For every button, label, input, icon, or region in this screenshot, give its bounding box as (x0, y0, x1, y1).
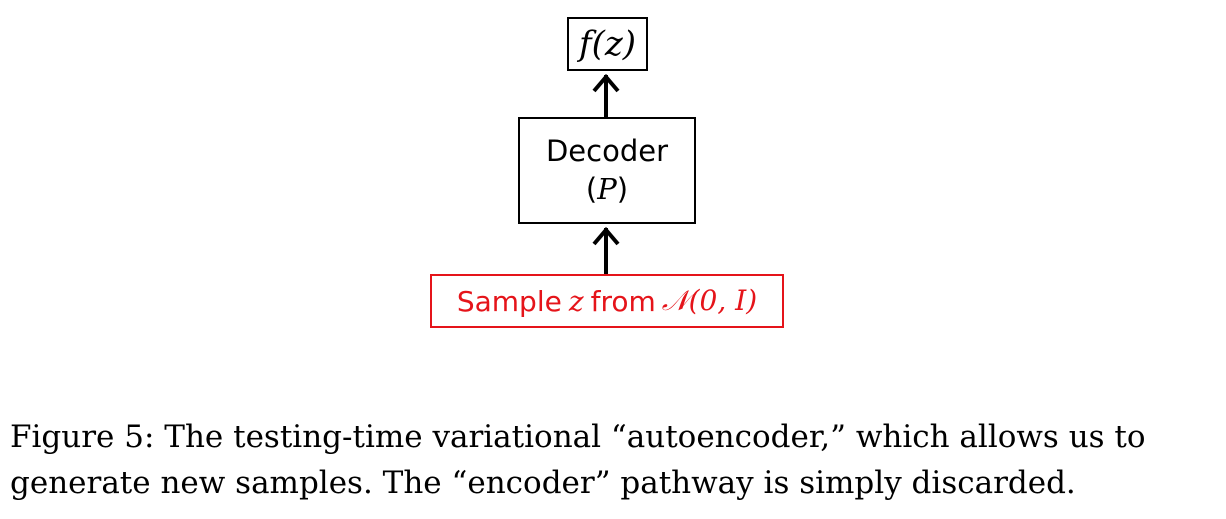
decoder-paren-open: ( (585, 171, 598, 206)
sample-box: Sample z from 𝒩(0, I) (430, 274, 784, 328)
decoder-box: Decoder (P) (518, 117, 696, 224)
sample-middle: from (590, 284, 656, 318)
decoder-paren-close: ) (616, 171, 629, 206)
arrow-sample-to-decoder (592, 226, 620, 274)
sample-prefix: Sample (456, 284, 562, 318)
figure-caption: Figure 5: The testing-time variational “… (10, 419, 1146, 501)
output-box: f(z) (567, 17, 648, 71)
diagram-arrows (592, 73, 620, 274)
sample-variable: z (568, 284, 584, 318)
output-label: f(z) (578, 24, 637, 64)
vae-testing-diagram: f(z) Decoder (P) Sample z from 𝒩(0, I) (430, 17, 784, 328)
arrow-decoder-to-output (592, 73, 620, 117)
decoder-title: Decoder (545, 133, 669, 168)
decoder-symbol-line: (P) (586, 171, 628, 209)
sample-distribution: 𝒩(0, I) (661, 284, 758, 317)
decoder-symbol: P (597, 171, 617, 206)
